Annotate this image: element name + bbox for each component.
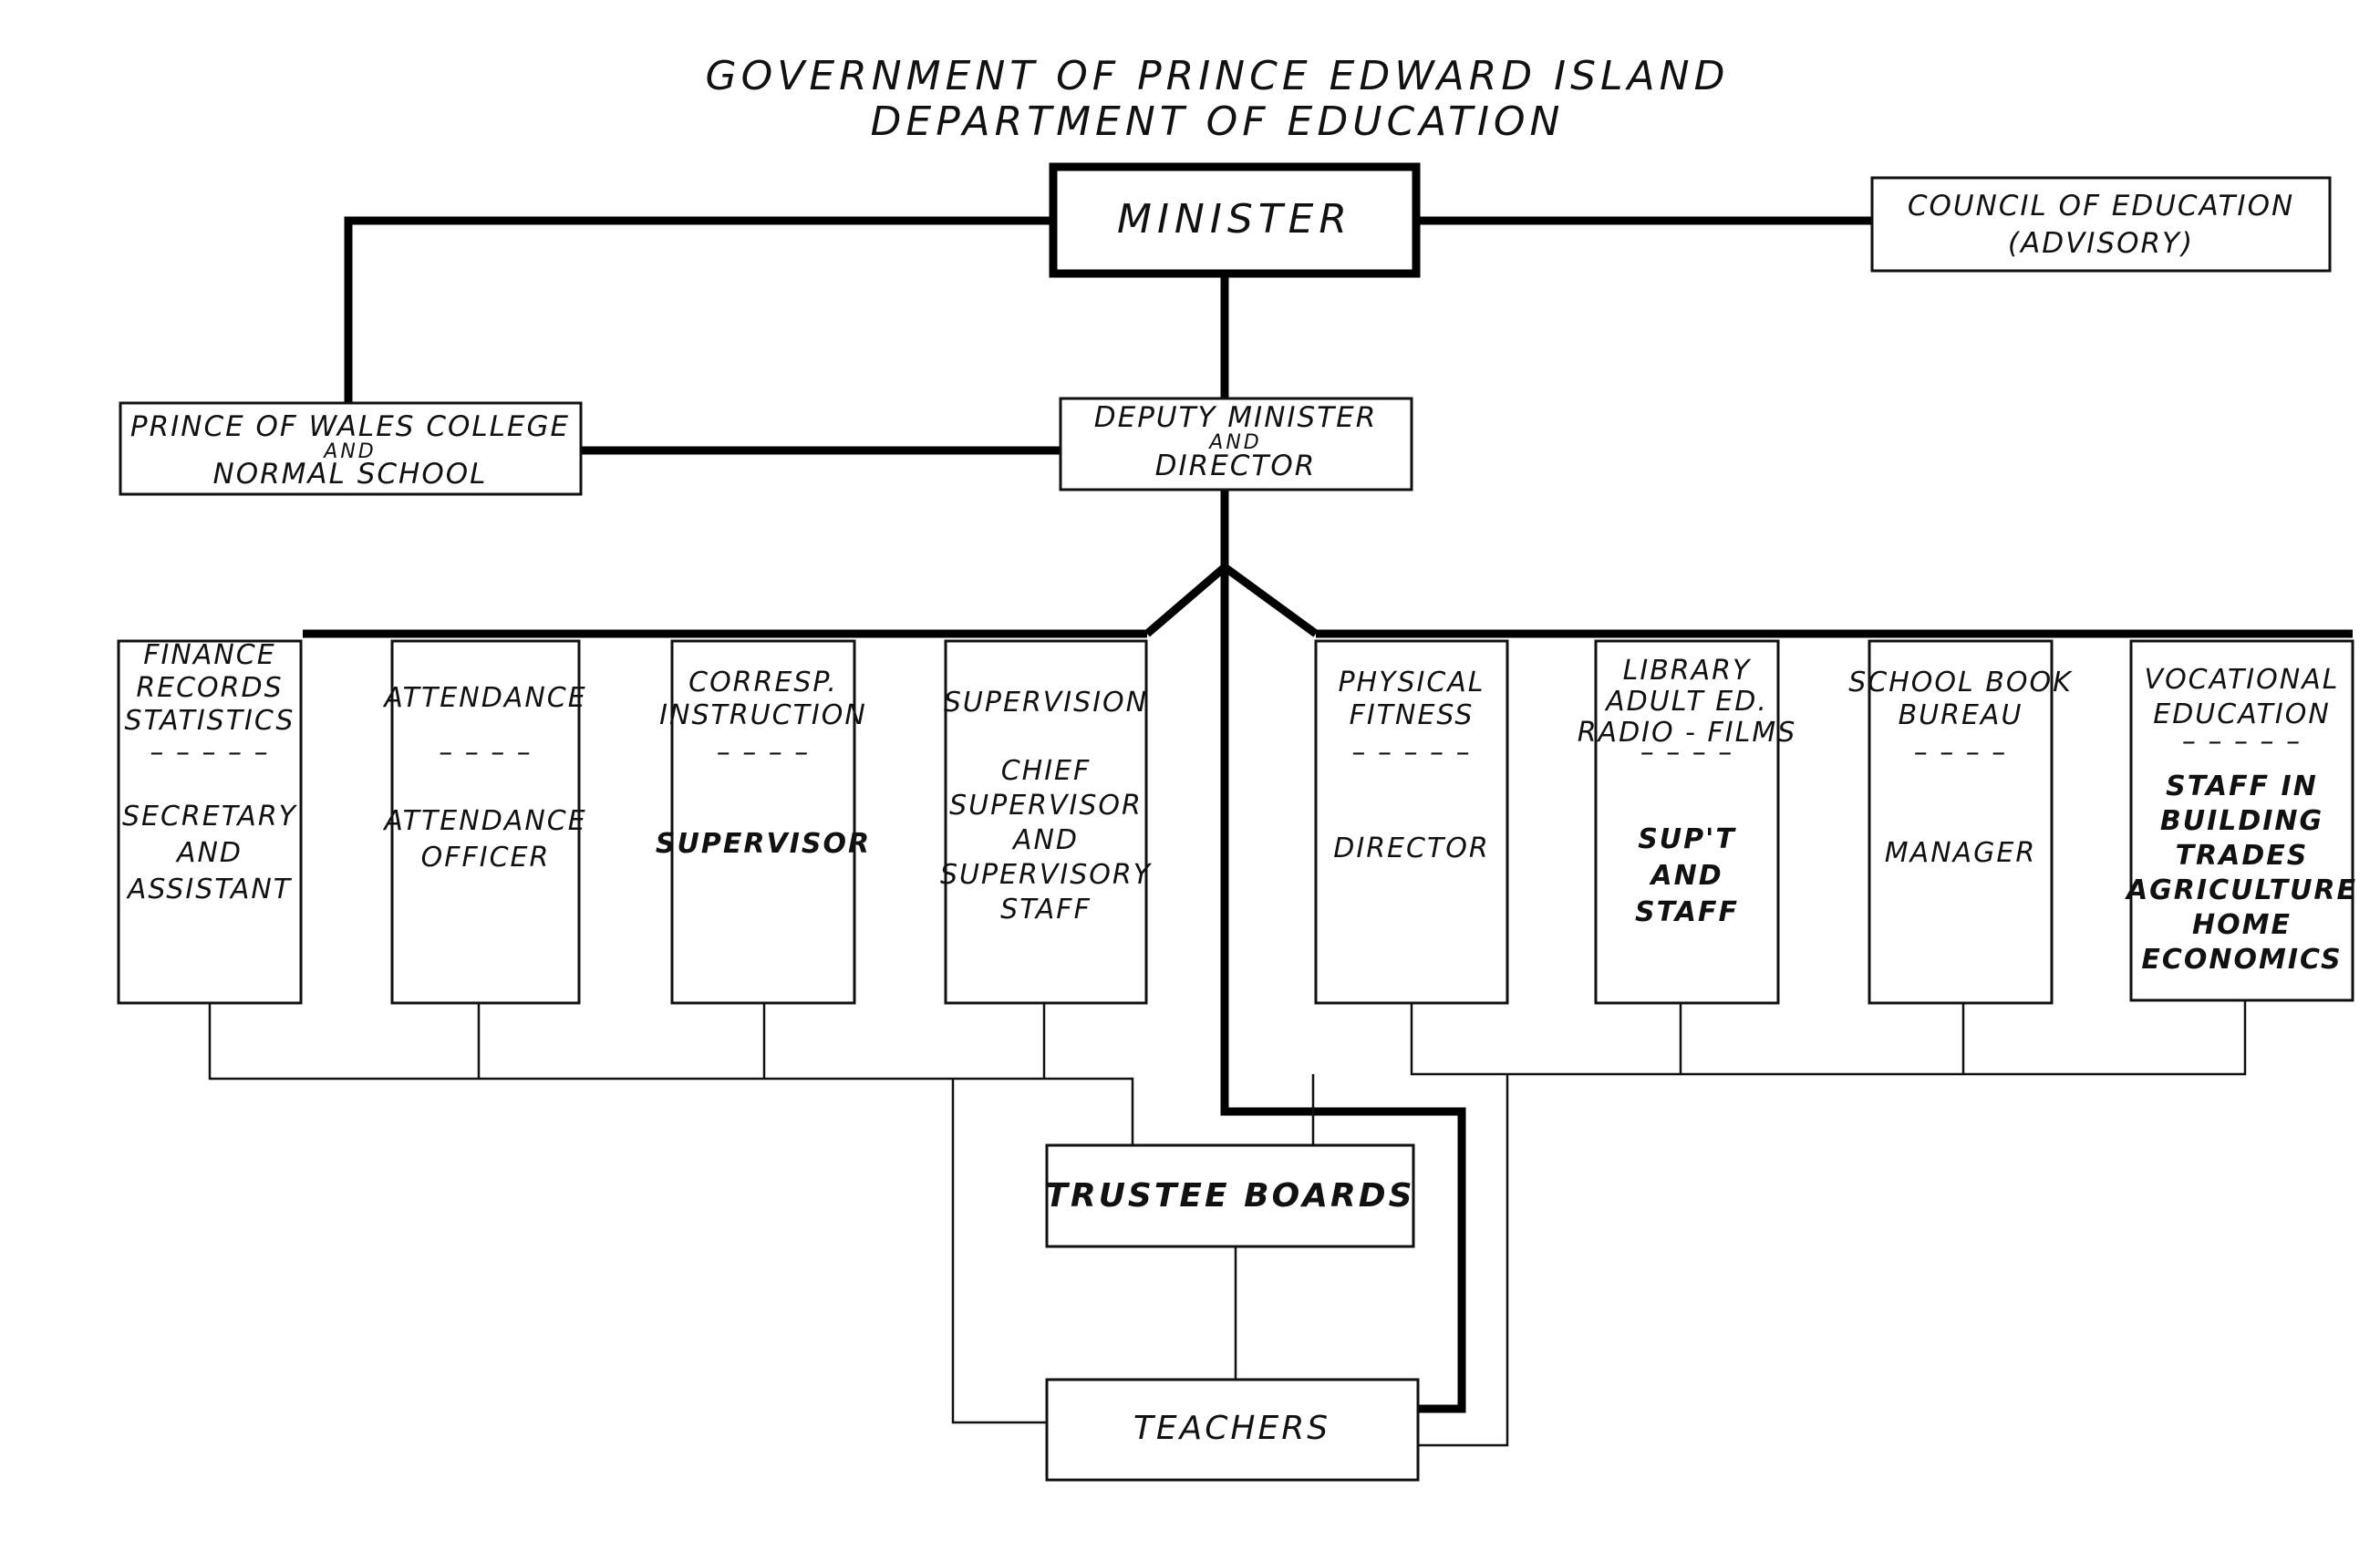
department-heading-line: RADIO - FILMS	[1578, 717, 1797, 749]
department-staff-line: AND	[1011, 824, 1079, 856]
department-staff-line: TRADES	[2176, 840, 2309, 872]
department-divider: – – – –	[1640, 737, 1734, 769]
department-heading-line: FITNESS	[1350, 699, 1475, 731]
department-box	[1314, 639, 1509, 1005]
department-divider: – – – –	[717, 737, 811, 769]
department-staff-line: SUPERVISOR	[949, 790, 1143, 822]
college-label-line2: AND	[322, 440, 376, 463]
minister-label: MINISTER	[1117, 196, 1352, 243]
department-box	[670, 639, 856, 1005]
department-staff-line: CHIEF	[1001, 755, 1092, 787]
department-2: ATTENDANCE – – – – ATTENDANCE OFFICER	[382, 639, 586, 1005]
deputy-box	[1059, 397, 1413, 491]
department-box	[1594, 639, 1780, 1005]
right-collector-teachers-line	[1418, 1074, 1509, 1447]
department-heading-line: CORRESP.	[688, 667, 838, 698]
deputy-label-line3: DIRECTOR	[1155, 450, 1317, 482]
department-staff-line: MANAGER	[1885, 837, 2036, 869]
department-staff-line: STAFF	[1635, 896, 1739, 928]
department-divider: – – – –	[439, 737, 533, 769]
department-staff-line: AND	[1649, 860, 1723, 892]
department-fork-connector	[1144, 562, 1319, 637]
council-label-line2: (ADVISORY)	[2008, 227, 2194, 260]
deputy-label-line1: DEPUTY MINISTER	[1094, 401, 1378, 434]
department-4: SUPERVISION CHIEFSUPERVISORANDSUPERVISORY…	[940, 639, 1153, 1005]
department-heading-line: INSTRUCTION	[659, 699, 867, 731]
department-box	[2129, 639, 2354, 1002]
minister-college-connector	[344, 216, 1053, 403]
trustee-boards-box	[1045, 1143, 1415, 1248]
department-staff-line: SUPERVISORY	[940, 859, 1153, 891]
college-label-line3: NORMAL SCHOOL	[213, 458, 488, 491]
department-divider: – – – – –	[2182, 726, 2302, 758]
department-box	[117, 639, 303, 1005]
department-staff-line: SUPERVISOR	[656, 828, 871, 860]
right-collector-line	[1410, 1000, 2247, 1076]
department-box	[1868, 639, 2054, 1005]
department-heading-line: BUREAU	[1899, 699, 2023, 731]
department-staff-line: SECRETARY	[122, 801, 298, 833]
teachers-box	[1045, 1378, 1420, 1482]
chart-title-line1: GOVERNMENT OF PRINCE EDWARD ISLAND	[706, 53, 1730, 99]
department-staff-line: ASSISTANT	[126, 874, 293, 905]
department-staff-line: SUP'T	[1638, 823, 1736, 855]
department-staff-line: STAFF	[1000, 894, 1092, 926]
left-collector-teachers-line	[951, 1079, 1047, 1424]
department-heading-line: FINANCE	[143, 639, 275, 671]
department-heading-line: VOCATIONAL	[2145, 664, 2340, 696]
department-divider: – – – –	[1914, 737, 2008, 769]
trustee-boards-label: TRUSTEE BOARDS	[1045, 1177, 1414, 1215]
college-box	[119, 401, 583, 496]
department-heading-line: EDUCATION	[2153, 698, 2331, 730]
department-heading-line: LIBRARY	[1623, 655, 1752, 687]
department-box	[390, 639, 581, 1005]
department-heading-line: SUPERVISION	[944, 687, 1148, 719]
department-3: CORRESP.INSTRUCTION – – – – SUPERVISOR	[656, 639, 871, 1005]
department-heading-line: STATISTICS	[125, 705, 295, 737]
teachers-label: TEACHERS	[1133, 1410, 1330, 1447]
department-divider: – – – – –	[1351, 737, 1471, 769]
department-staff-line: STAFF IN	[2166, 770, 2318, 802]
department-staff-line: BUILDING	[2160, 805, 2323, 837]
department-heading-line: ADULT ED.	[1604, 686, 1768, 718]
deputy-label-line2: AND	[1207, 431, 1261, 454]
chart-title-line2: DEPARTMENT OF EDUCATION	[871, 98, 1565, 145]
department-box	[944, 639, 1148, 1005]
department-divider: – – – – –	[150, 737, 269, 769]
council-label-line1: COUNCIL OF EDUCATION	[1908, 190, 2294, 222]
department-staff-line: HOME	[2192, 909, 2292, 941]
council-box	[1870, 176, 2332, 273]
department-staff-line: ATTENDANCE	[382, 805, 586, 837]
minister-box	[1049, 162, 1421, 278]
left-collector-line	[208, 1003, 1134, 1145]
department-heading-line: ATTENDANCE	[382, 682, 586, 714]
main-trunk-connector	[1220, 567, 1466, 1413]
college-label-line1: PRINCE OF WALES COLLEGE	[130, 410, 570, 443]
department-staff-line: OFFICER	[421, 842, 551, 874]
department-heading-line: PHYSICAL	[1338, 667, 1485, 698]
department-staff-line: AGRICULTURE	[2125, 874, 2357, 906]
department-heading-line: RECORDS	[136, 672, 283, 704]
department-staff-line: AND	[175, 837, 243, 869]
department-heading-line: SCHOOL BOOK	[1848, 667, 2073, 698]
department-staff-line: ECONOMICS	[2141, 944, 2342, 976]
department-staff-line: DIRECTOR	[1333, 833, 1489, 864]
